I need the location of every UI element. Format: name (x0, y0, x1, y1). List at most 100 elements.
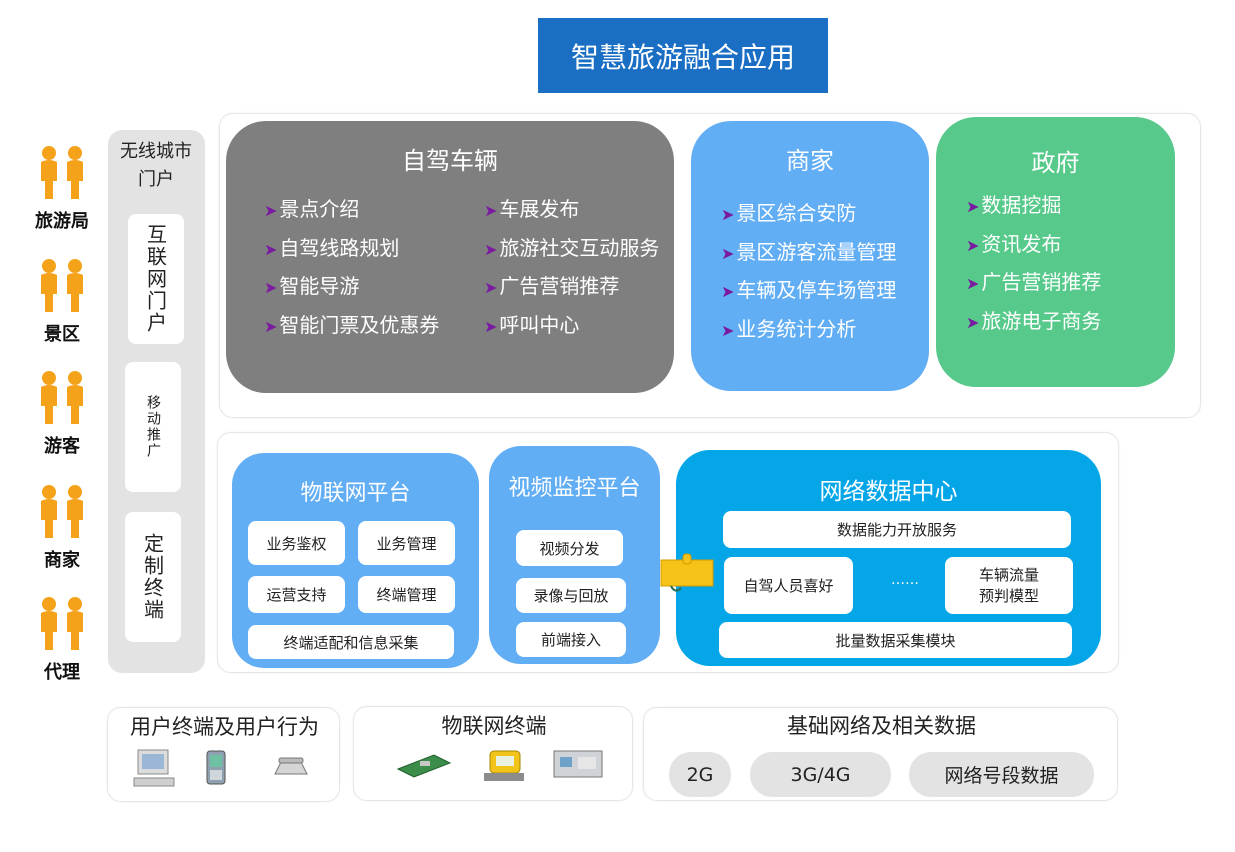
bullet-item: ➤景区游客流量管理 (721, 236, 896, 265)
bullet-label: 智能门票及优惠券 (279, 312, 440, 337)
role-label: 景区 (44, 324, 80, 345)
iot-item-operation[interactable]: 运营支持 (248, 576, 345, 613)
data-service-box[interactable]: 数据能力开放服务 (723, 511, 1071, 548)
people-icon (41, 146, 83, 199)
portal-item-label: 定制终端 (140, 533, 165, 621)
iot-platform-title: 物联网平台 (300, 481, 411, 506)
bullet-item: ➤景区综合安防 (721, 197, 856, 226)
arrow-icon: ➤ (484, 278, 498, 297)
bullet-item: ➤业务统计分析 (721, 313, 856, 342)
role-item: 商家 (22, 484, 102, 572)
bullet-label: 景点介绍 (279, 197, 360, 221)
arrow-icon: ➤ (721, 205, 735, 224)
telephone-icon (274, 757, 308, 775)
self-drive-title: 自驾车辆 (402, 147, 498, 175)
network-title: 基础网络及相关数据 (787, 714, 976, 738)
role-label: 商家 (44, 550, 80, 571)
user-terminal-panel: 用户终端及用户行为 (107, 707, 340, 802)
network-pill-3g4g[interactable]: 3G/4G (750, 752, 891, 797)
bullet-label: 旅游社交互动服务 (499, 235, 660, 260)
portal-item-custom[interactable]: 定制终端 (125, 512, 181, 642)
data-center-title: 网络数据中心 (819, 479, 958, 505)
arrow-icon: ➤ (264, 278, 278, 297)
portal-item-label: 移动推广 (145, 395, 161, 459)
network-pill-segment[interactable]: 网络号段数据 (909, 752, 1094, 797)
role-item: 景区 (22, 258, 102, 346)
iot-item-adapt[interactable]: 终端适配和信息采集 (248, 625, 454, 659)
data-collect-box[interactable]: 批量数据采集模块 (719, 622, 1072, 658)
arrow-icon: ➤ (966, 197, 980, 216)
bullet-item: ➤广告营销推荐 (484, 270, 619, 299)
arrow-icon: ➤ (966, 274, 980, 293)
data-ellipsis: …… (891, 572, 919, 588)
bullet-label: 广告营销推荐 (981, 270, 1102, 294)
arrow-icon: ➤ (484, 239, 498, 259)
bullet-item: ➤智能导游 (264, 270, 359, 299)
merchant-title: 商家 (786, 147, 834, 175)
arrow-icon: ➤ (484, 316, 498, 336)
bullet-item: ➤景点介绍 (264, 193, 359, 222)
bullet-item: ➤智能门票及优惠券 (264, 309, 439, 338)
bullet-label: 自驾线路规划 (279, 235, 400, 260)
bullet-label: 呼叫中心 (499, 312, 580, 337)
role-item: 旅游局 (22, 145, 102, 233)
circuit-board-icon (396, 754, 452, 778)
bullet-item: ➤车展发布 (484, 193, 579, 222)
bullet-item: ➤自驾线路规划 (264, 232, 399, 261)
bullet-item: ➤车辆及停车场管理 (721, 274, 896, 303)
arrow-icon: ➤ (264, 239, 278, 259)
connector-icon (660, 553, 714, 592)
self-drive-card: 自驾车辆 ➤景点介绍➤自驾线路规划➤智能导游➤智能门票及优惠券 ➤车展发布➤旅游… (226, 121, 674, 393)
iot-item-terminal[interactable]: 终端管理 (358, 576, 455, 613)
bullet-item: ➤呼叫中心 (484, 309, 579, 338)
network-pill-2g[interactable]: 2G (669, 752, 731, 797)
role-item: 代理 (22, 596, 102, 684)
bullet-label: 景区游客流量管理 (736, 239, 897, 264)
iot-item-auth[interactable]: 业务鉴权 (248, 521, 345, 565)
portal-item-internet[interactable]: 互联网门户 (128, 214, 184, 344)
portal-item-label: 互联网门户 (143, 224, 168, 334)
role-label: 旅游局 (35, 211, 89, 232)
government-title: 政府 (1031, 149, 1080, 177)
data-model-box[interactable]: 车辆流量 预判模型 (945, 557, 1073, 614)
bullet-item: ➤广告营销推荐 (966, 266, 1101, 295)
people-icon (41, 371, 83, 424)
people-icon (41, 259, 83, 312)
role-item: 游客 (22, 370, 102, 458)
bullet-item: ➤资讯发布 (966, 228, 1061, 257)
video-item-distribution[interactable]: 视频分发 (516, 530, 623, 566)
water-meter-icon (484, 750, 524, 781)
bullet-label: 资讯发布 (981, 231, 1062, 256)
merchant-card: 商家 ➤景区综合安防➤景区游客流量管理➤车辆及停车场管理➤业务统计分析 (691, 121, 929, 391)
bullet-label: 车辆及停车场管理 (736, 278, 897, 302)
bullet-label: 车展发布 (499, 197, 580, 221)
video-item-frontend[interactable]: 前端接入 (516, 622, 626, 657)
people-icon (41, 485, 83, 538)
bullet-label: 景区综合安防 (736, 201, 857, 225)
data-preference-box[interactable]: 自驾人员喜好 (724, 557, 853, 614)
page-title: 智慧旅游融合应用 (538, 18, 828, 93)
arrow-icon: ➤ (264, 316, 278, 336)
portal-title: 无线城市门户 (120, 141, 192, 190)
arrow-icon: ➤ (721, 243, 735, 263)
arrow-icon: ➤ (966, 312, 980, 332)
portal-item-mobile[interactable]: 移动推广 (125, 362, 181, 492)
arrow-icon: ➤ (264, 201, 278, 220)
people-icon (41, 597, 83, 650)
iot-item-business[interactable]: 业务管理 (358, 521, 455, 565)
bullet-label: 数据挖掘 (981, 193, 1062, 217)
video-platform-title: 视频监控平台 (508, 476, 641, 501)
bullet-label: 智能导游 (279, 274, 360, 298)
iot-terminal-panel: 物联网终端 (353, 706, 633, 801)
computer-icon (133, 749, 175, 787)
role-label: 代理 (44, 662, 80, 683)
bullet-item: ➤旅游社交互动服务 (484, 232, 659, 261)
government-card: 政府 ➤数据挖掘➤资讯发布➤广告营销推荐➤旅游电子商务 (936, 117, 1175, 387)
bullet-item: ➤旅游电子商务 (966, 305, 1101, 334)
video-item-record[interactable]: 录像与回放 (516, 578, 626, 613)
arrow-icon: ➤ (484, 201, 498, 220)
terminal-device-icon (553, 750, 603, 778)
bullet-label: 业务统计分析 (736, 316, 857, 341)
bullet-item: ➤数据挖掘 (966, 189, 1061, 218)
iot-terminal-title: 物联网终端 (441, 714, 547, 738)
